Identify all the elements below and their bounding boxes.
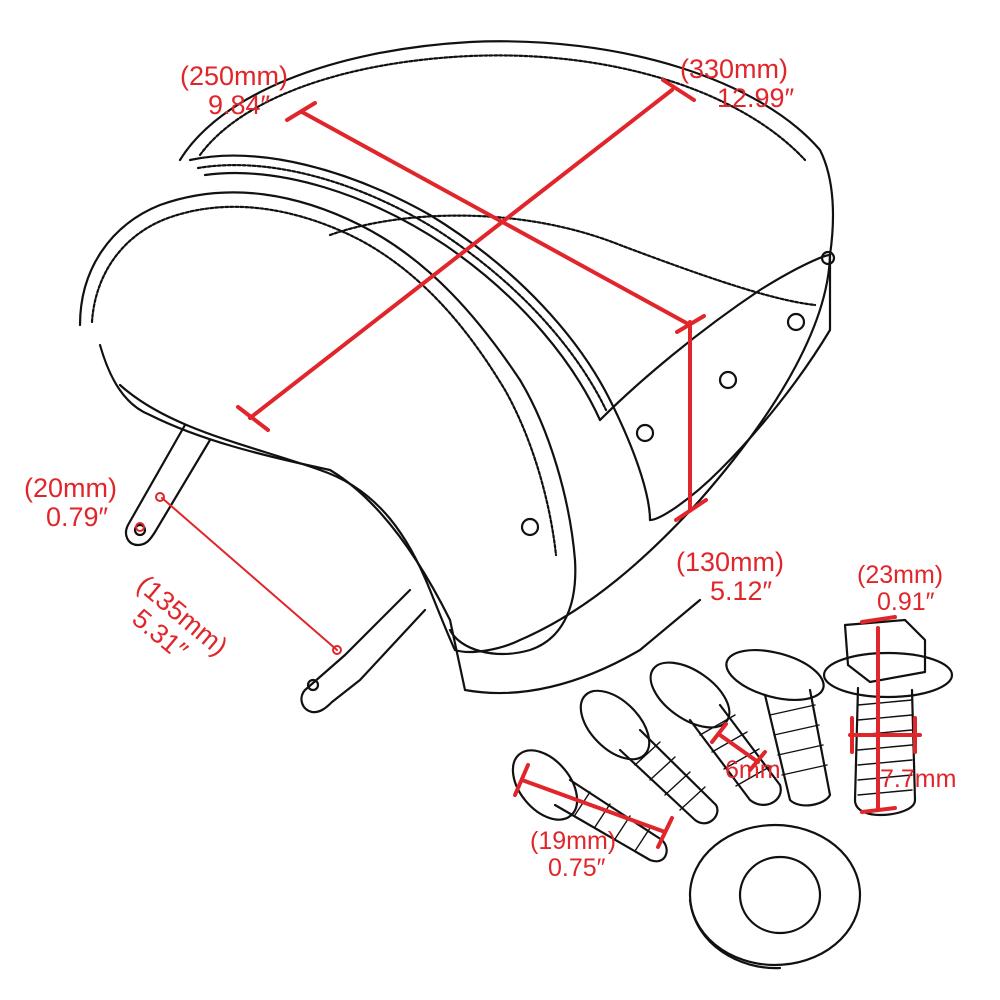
pan-head-bolt-1: [725, 649, 832, 807]
seat-width-label: (250mm) 9.84″: [180, 62, 288, 120]
bolt-length-metric: (19mm): [530, 827, 617, 855]
flange-bolt-length-label: (23mm) 0.91″: [857, 562, 943, 616]
rivet: [786, 312, 806, 332]
bolt-head: [725, 649, 825, 701]
seat-top-surface: [178, 40, 835, 654]
dim-marker: [332, 645, 342, 655]
rivet: [718, 370, 738, 390]
flange-bolt-washer: [822, 651, 954, 699]
seat-center-seam: [328, 214, 817, 307]
dim-line-bolt-thread: [718, 733, 760, 764]
dim-tick: [674, 498, 708, 522]
bracket-hole-imperial: 0.79″: [46, 502, 109, 532]
bolt-length-label: (19mm) 0.75″: [530, 828, 616, 882]
dim-tick: [860, 615, 897, 624]
seat-rivets: [520, 250, 836, 537]
seat-cushion: [78, 40, 835, 695]
bolt-shank: [688, 703, 782, 806]
rear-bracket: [300, 588, 427, 714]
seat-diagonal-metric: (330mm): [680, 54, 789, 84]
dim-line-bracket-spacing: [161, 497, 338, 651]
dim-line-bolt-length: [520, 778, 667, 834]
bolt-threads: [769, 704, 828, 776]
seat-strap-right: [203, 171, 602, 422]
seat-strap-left: [188, 154, 652, 522]
washer-inner: [738, 855, 822, 935]
bolt-shank: [618, 728, 719, 825]
flange-bolt-length-imperial: 0.91″: [877, 588, 935, 616]
dim-tick: [661, 78, 696, 102]
washer-outer: [688, 823, 862, 967]
dim-tick: [710, 722, 728, 744]
dim-line-seat-diagonal: [248, 88, 674, 420]
dim-tick: [748, 750, 767, 772]
bolt-thread-label: 6mm: [725, 756, 781, 785]
rivet: [520, 517, 540, 537]
seat-diagonal-imperial: 12.99″: [717, 83, 795, 113]
washer-edge: [688, 898, 782, 970]
flange-bolt-thread-label: 7.7mm: [880, 765, 956, 794]
seat-width-imperial: 9.84″: [208, 90, 271, 120]
side-height-imperial: 5.12″: [710, 576, 773, 606]
side-height-label: (130mm) 5.12″: [676, 548, 784, 606]
seat-front-roll: [78, 191, 577, 655]
dim-tick: [285, 101, 317, 122]
flange-bolt: [822, 618, 954, 817]
seat-side-panel: [598, 253, 832, 522]
flange-bolt-shank: [853, 686, 917, 817]
flange-bolt-head: [843, 618, 927, 684]
dim-tick: [656, 816, 674, 849]
washer: [688, 823, 862, 970]
dim-marker: [135, 522, 145, 532]
dim-line-seat-width: [300, 110, 692, 327]
side-height-metric: (130mm): [676, 547, 785, 577]
front-bracket: [124, 423, 212, 547]
dim-tick: [236, 405, 270, 432]
dim-tick: [860, 806, 897, 814]
bracket-hole: [133, 523, 147, 537]
seat-diagonal-label: (330mm) 12.99″: [680, 55, 794, 113]
bolt-head: [649, 661, 731, 729]
mounting-brackets: [124, 423, 427, 714]
bracket-hole-label: (20mm) 0.79″: [24, 474, 117, 532]
dim-marker: [155, 492, 165, 502]
rivet: [635, 423, 655, 443]
flange-bolt-length-metric: (23mm): [857, 561, 944, 589]
bolt-threads: [634, 741, 706, 811]
seat-underside-arch: [118, 383, 457, 652]
seat-stitching-front: [90, 205, 558, 557]
bolt-head: [579, 689, 651, 761]
bolt-thread-metric: 6mm: [725, 756, 781, 784]
seat-top-stitching: [198, 54, 807, 162]
dim-tick: [513, 763, 530, 797]
seat-width-metric: (250mm): [180, 61, 289, 91]
bolt-shank: [763, 688, 832, 807]
bolt-length-imperial: 0.75″: [548, 854, 606, 882]
flange-bolt-thread-metric: 7.7mm: [880, 765, 957, 793]
rivet: [820, 250, 836, 266]
flange-bolt-threads: [857, 699, 913, 796]
pan-head-bolt-3: [579, 689, 719, 825]
bolt-head: [511, 749, 579, 821]
bracket-hole-metric: (20mm): [24, 473, 117, 503]
bracket-hole: [306, 678, 320, 692]
seat-stitching-strap: [196, 164, 608, 412]
